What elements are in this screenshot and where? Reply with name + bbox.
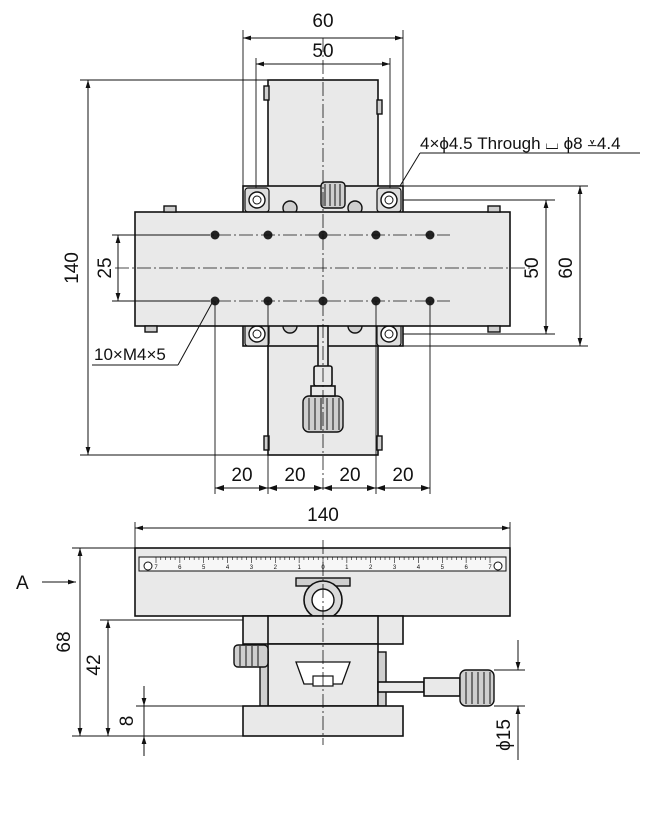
lock-knob (320, 181, 346, 209)
mount-hole (244, 321, 270, 347)
stage-table (134, 211, 511, 327)
view-label-a: A (16, 573, 29, 594)
dim-width-60: 60 (312, 11, 333, 32)
table-stop (144, 325, 158, 333)
dim-knob-dia: ϕ15 (494, 719, 515, 751)
note-tapped-holes: 10×M4×5 (94, 345, 166, 364)
scale-label: 3 (250, 565, 254, 571)
scale-label: 2 (274, 565, 278, 571)
rail-stop (263, 85, 270, 101)
dim-front-42: 42 (84, 654, 105, 675)
table-stop (487, 205, 501, 213)
scale-label: 4 (226, 565, 230, 571)
dim-front-8: 8 (117, 716, 138, 727)
scale-strip (138, 556, 507, 572)
dim-right-60: 60 (556, 257, 577, 278)
dim-spacing: 20 (339, 465, 360, 486)
scale-label: 7 (154, 565, 158, 571)
scale-label: 1 (297, 565, 301, 571)
scale-label: 6 (178, 565, 182, 571)
rail-stop (376, 99, 383, 115)
scale-label: 6 (464, 565, 468, 571)
mount-hole (376, 187, 402, 213)
mount-hole (244, 187, 270, 213)
rail-stop (263, 435, 270, 451)
scale-label: 7 (488, 565, 492, 571)
scale-label: 5 (441, 565, 445, 571)
dim-spacing: 20 (284, 465, 305, 486)
dim-right-50: 50 (522, 257, 543, 278)
scale-label: 5 (202, 565, 206, 571)
dim-width-50: 50 (312, 41, 333, 62)
rail-stop (376, 435, 383, 451)
front-feed-screw (377, 681, 425, 693)
scale-screw (143, 561, 153, 571)
table-stop (487, 325, 501, 333)
gib (377, 651, 387, 707)
side-lock-knob (233, 644, 269, 668)
dim-height-140: 140 (62, 252, 83, 284)
dim-pitch-25: 25 (95, 257, 116, 278)
table-stop (163, 205, 177, 213)
dim-spacing: 20 (231, 465, 252, 486)
scale-label: 1 (345, 565, 349, 571)
dim-front-68: 68 (54, 631, 75, 652)
front-feed-collar (423, 677, 461, 697)
dim-front-140: 140 (307, 505, 339, 526)
top-view: 60 50 140 25 50 60 20 (62, 11, 640, 494)
scale-screw (493, 561, 503, 571)
mount-hole (376, 321, 402, 347)
dim-spacing: 20 (392, 465, 413, 486)
scale-label: 4 (417, 565, 421, 571)
note-mount-holes: 4×ϕ4.5 Through ⌴ ϕ8 ⩡4.4 (420, 134, 621, 153)
front-feed-knob (459, 669, 495, 707)
scale-label: 3 (393, 565, 397, 571)
scale-label: 2 (369, 565, 373, 571)
